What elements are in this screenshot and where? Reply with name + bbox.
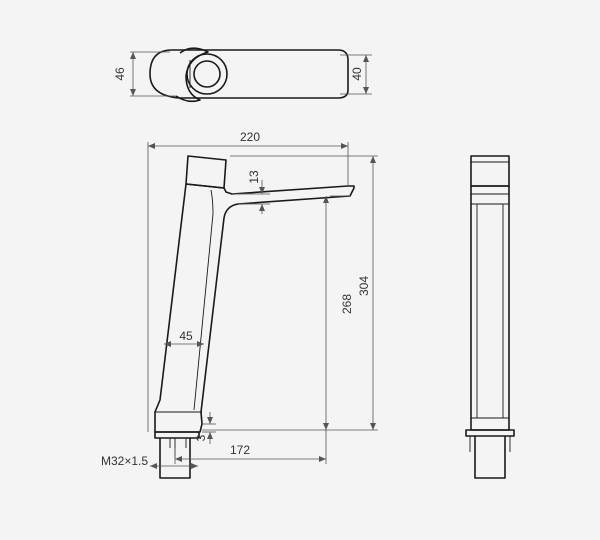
side-view-lever-cap [470,155,510,187]
dim-13-label: 13 [247,170,261,184]
dim-40-label: 40 [350,67,364,81]
side-view-base-plate [465,429,515,437]
dim-268-label: 268 [340,294,354,314]
base-plate [154,431,200,439]
faucet-body [154,183,355,433]
dim-46-label: 46 [113,67,127,81]
dim-172-label: 172 [230,443,250,457]
top-view-lever-outline [175,47,209,103]
top-view-cartridge-outer [186,53,228,95]
side-view-shank [474,436,506,479]
dim-304-label: 304 [357,276,371,296]
dim-220-label: 220 [240,130,260,144]
top-view-body-outline [149,49,349,99]
top-view: 46 40 [113,47,372,103]
dim-45-label: 45 [179,329,193,343]
top-view-cartridge-inner [193,60,221,88]
dim-3-label: 3 [194,434,208,441]
lever-cap [185,155,227,189]
side-view [465,155,515,479]
body-inner-edge [193,189,214,411]
thread-label: M32×1.5 [101,454,148,468]
front-view: 220 13 45 268 304 3 172 M32×1.5 [101,130,378,479]
